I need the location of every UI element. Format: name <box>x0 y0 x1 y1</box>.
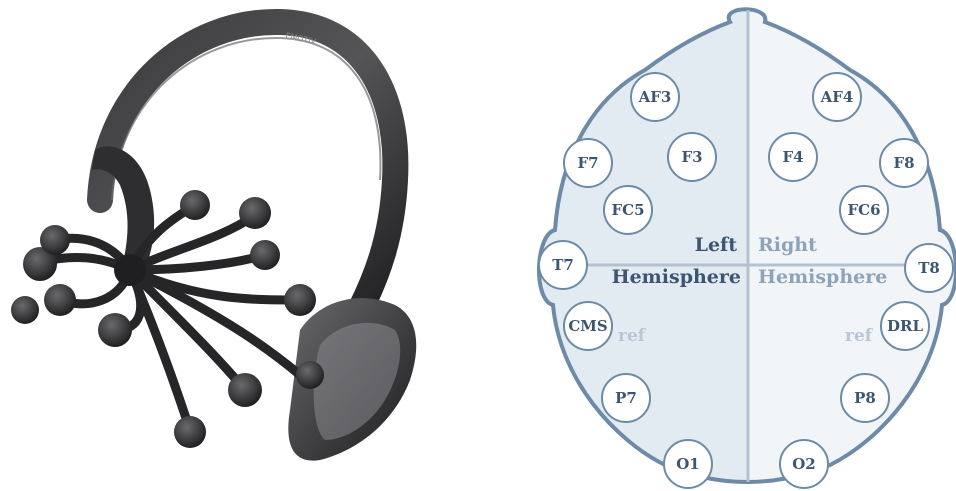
electrode-p7: P7 <box>602 374 650 422</box>
electrode-fc5: FC5 <box>604 186 652 234</box>
electrode-label: P8 <box>854 389 876 407</box>
electrode-o2: O2 <box>780 440 828 488</box>
sensor <box>296 361 324 389</box>
electrode-label: F3 <box>681 148 702 166</box>
electrode-label: FC6 <box>847 201 880 219</box>
electrode-label: F8 <box>893 154 914 172</box>
sensor <box>180 190 210 220</box>
sensor <box>228 373 262 407</box>
electrode-label: AF3 <box>638 88 672 106</box>
electrode-t8: T8 <box>905 244 953 292</box>
electrode-f7: F7 <box>564 139 612 187</box>
electrode-o1: O1 <box>664 440 712 488</box>
ref-label-left: ref <box>618 326 647 346</box>
electrode-label: DRL <box>887 317 923 335</box>
electrode-label: F4 <box>782 148 803 166</box>
electrode-t7: T7 <box>539 241 587 289</box>
sensor <box>250 240 280 270</box>
electrode-label: AF4 <box>820 88 854 106</box>
side-pod-highlight <box>314 323 401 440</box>
electrode-label: T7 <box>552 256 574 274</box>
sensor <box>40 225 70 255</box>
electrode-label: FC5 <box>611 201 644 219</box>
sensor <box>239 197 271 229</box>
ref-label-right: ref <box>845 326 874 346</box>
electrode-af4: AF4 <box>813 73 861 121</box>
sensor <box>174 416 206 448</box>
electrode-f4: F4 <box>769 133 817 181</box>
right-hemisphere-label: Hemisphere <box>758 266 887 288</box>
sensor <box>44 284 76 316</box>
electrode-fc6: FC6 <box>840 186 888 234</box>
right-hemisphere-label: Right <box>758 234 817 256</box>
electrode-f8: F8 <box>880 139 928 187</box>
sensor <box>284 284 316 316</box>
electrode-drl: DRL <box>881 302 929 350</box>
electrode-label: CMS <box>568 317 607 335</box>
electrode-label: P7 <box>615 389 637 407</box>
electrode-label: O2 <box>792 455 816 473</box>
electrode-p8: P8 <box>841 374 889 422</box>
sensor-arms <box>40 205 300 430</box>
eeg-headset-icon: EMOTIV <box>11 22 416 461</box>
electrode-af3: AF3 <box>631 73 679 121</box>
electrode-map: LeftHemisphere RightHemisphere ref ref AF3 AF… <box>520 0 956 491</box>
sensor-hub <box>114 254 146 286</box>
electrode-label: F7 <box>577 154 598 172</box>
electrode-cms: CMS <box>564 302 612 350</box>
left-hemisphere-label: Left <box>695 234 738 256</box>
left-hemisphere-label: Hemisphere <box>612 266 741 288</box>
sensor <box>11 296 39 324</box>
electrode-f3: F3 <box>668 133 716 181</box>
electrode-label: O1 <box>676 455 700 473</box>
sensor <box>98 313 132 347</box>
electrode-label: T8 <box>918 259 940 277</box>
